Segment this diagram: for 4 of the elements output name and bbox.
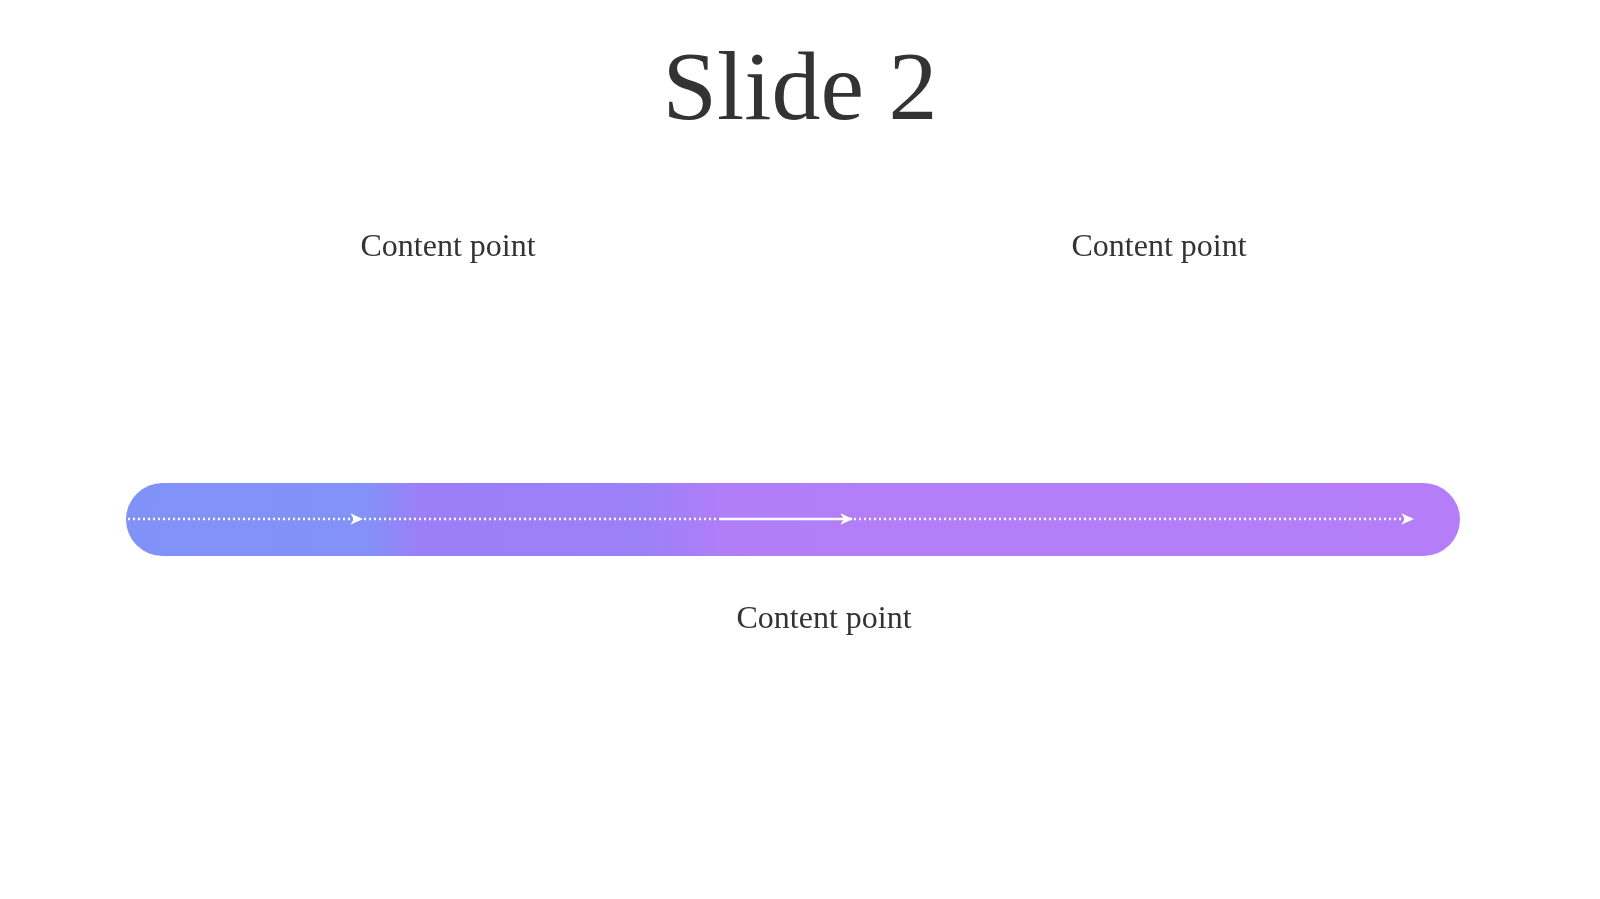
content-point-text: Content point bbox=[1071, 226, 1247, 264]
content-point-text: Content point bbox=[736, 598, 912, 636]
slide-title: Slide 2 bbox=[662, 31, 938, 142]
content-point-text: Content point bbox=[360, 226, 536, 264]
